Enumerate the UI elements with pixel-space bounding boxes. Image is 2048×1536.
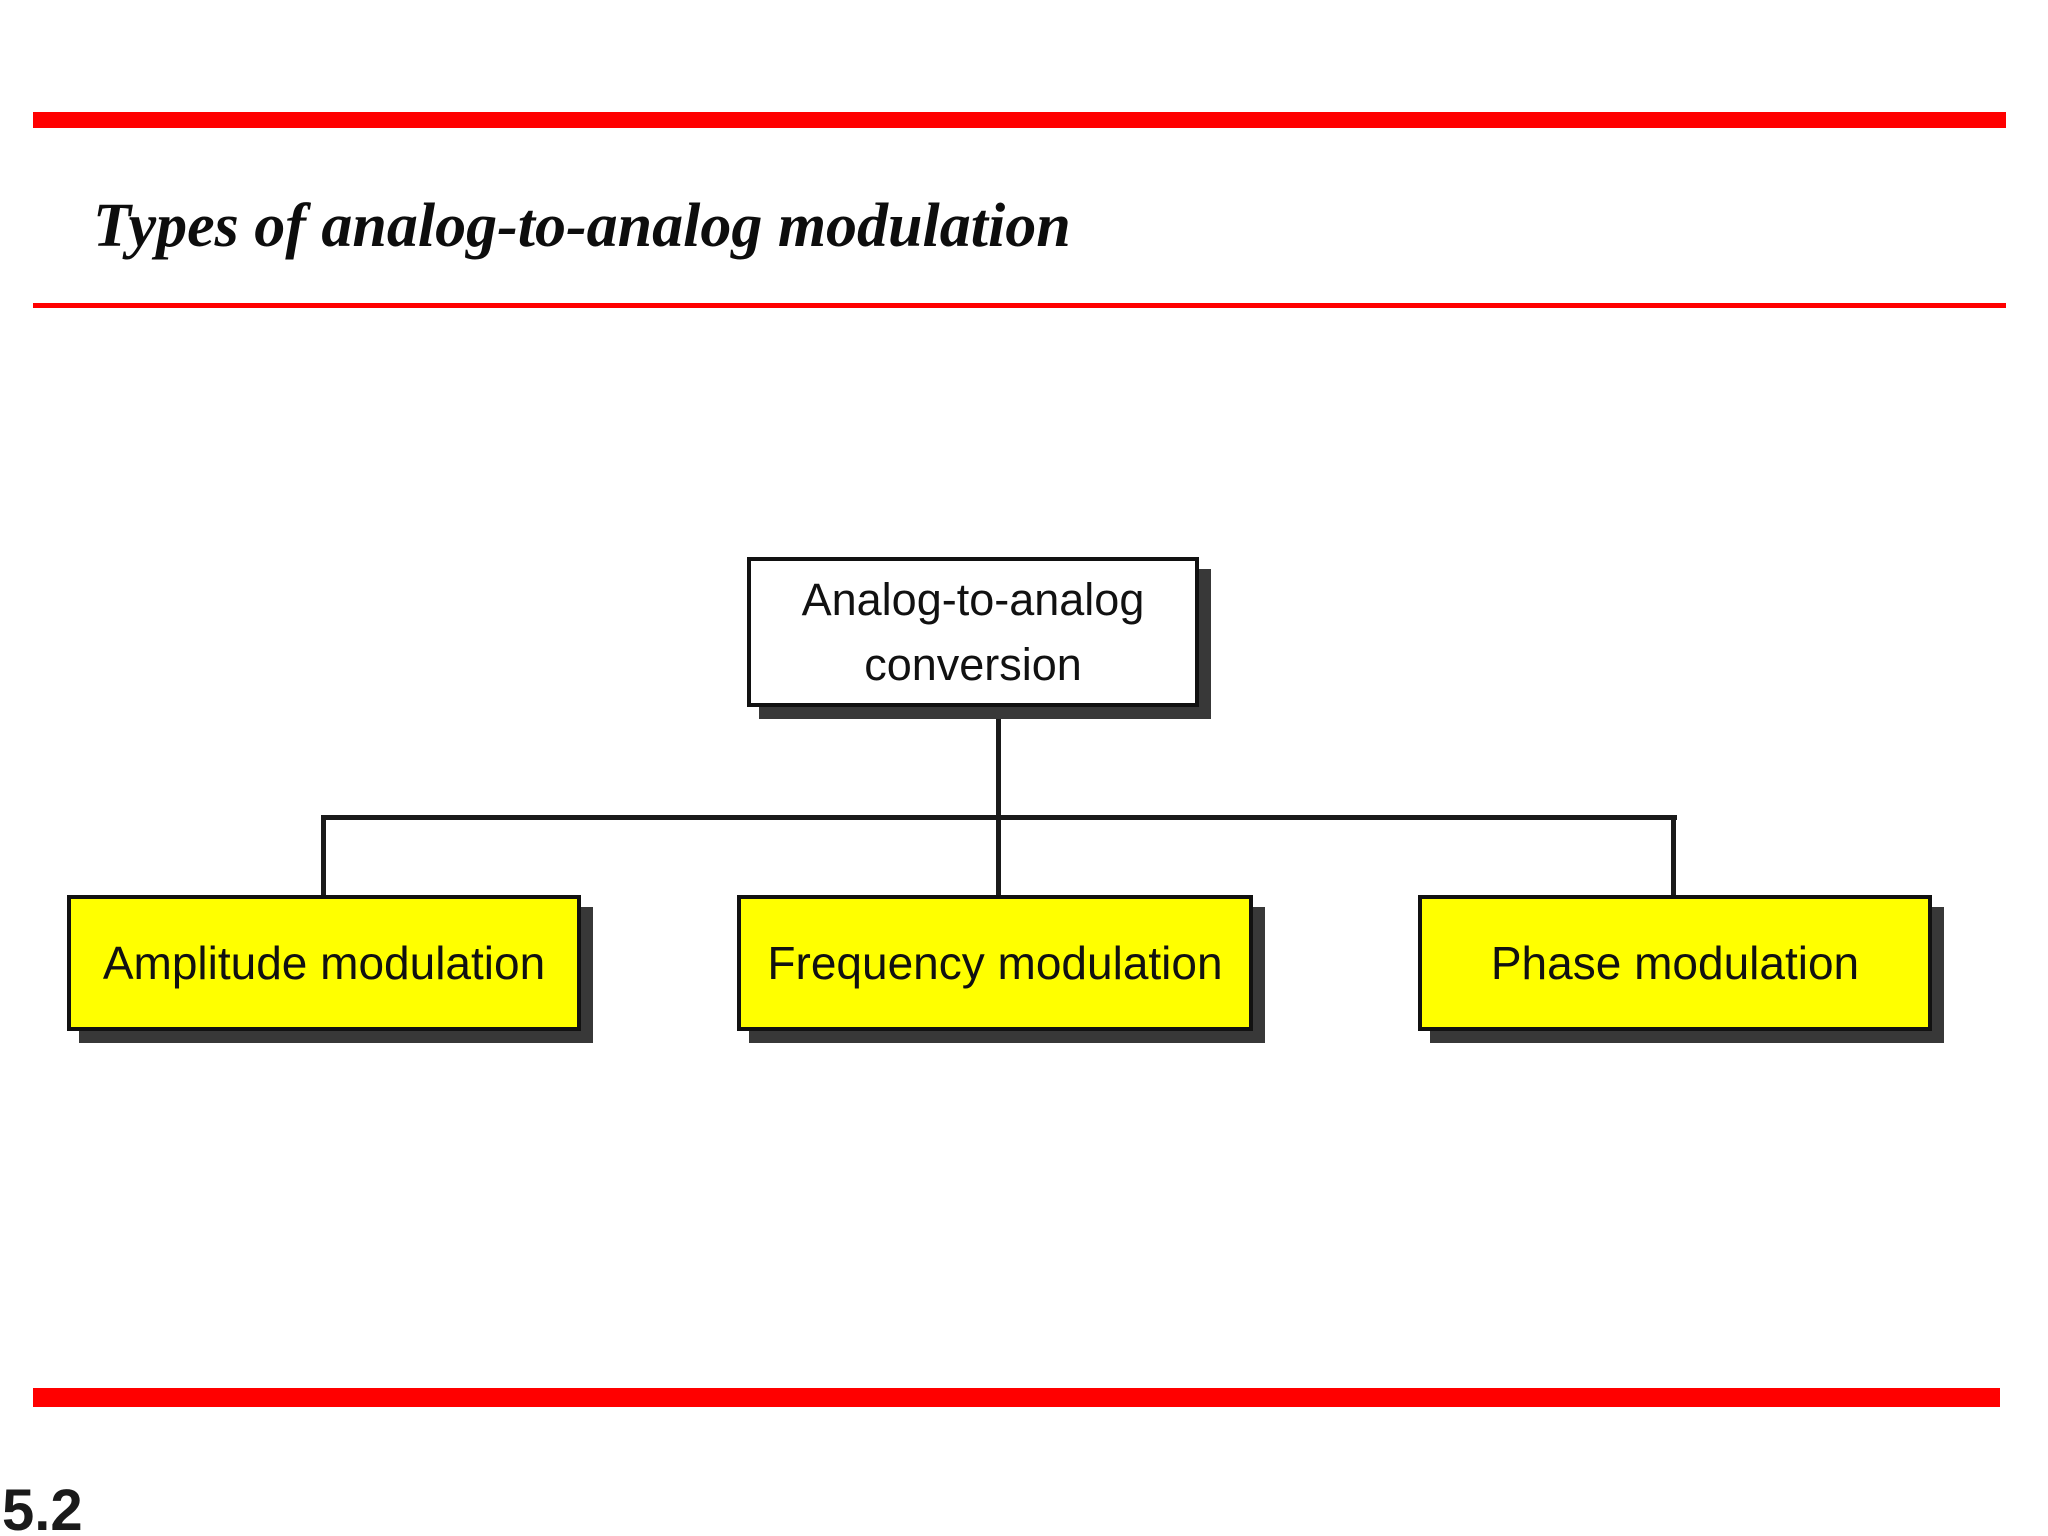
phase-node-label: Phase modulation: [1490, 937, 1860, 989]
slide-title: Types of analog-to-analog modulation: [93, 192, 1071, 260]
frequency-node-label: Frequency modulation: [767, 937, 1223, 989]
top-red-rule: [33, 112, 2006, 128]
node-analog-to-analog-conversion: Analog-to-analog conversion: [747, 557, 1199, 707]
bottom-red-rule: [33, 1388, 2000, 1407]
root-node-label-line2: conversion: [864, 639, 1082, 690]
root-node-label-line1: Analog-to-analog: [801, 573, 1145, 625]
connector-horizontal: [321, 815, 1677, 820]
node-frequency-modulation: Frequency modulation: [737, 895, 1253, 1031]
connector-left-vertical: [321, 815, 326, 897]
page-number: 5.2: [2, 1478, 83, 1536]
connector-trunk-vertical: [996, 706, 1001, 897]
connector-right-vertical: [1671, 815, 1676, 897]
node-phase-modulation: Phase modulation: [1418, 895, 1932, 1031]
amplitude-node-label: Amplitude modulation: [102, 937, 546, 989]
node-amplitude-modulation: Amplitude modulation: [67, 895, 581, 1031]
title-underline-rule: [33, 303, 2006, 308]
